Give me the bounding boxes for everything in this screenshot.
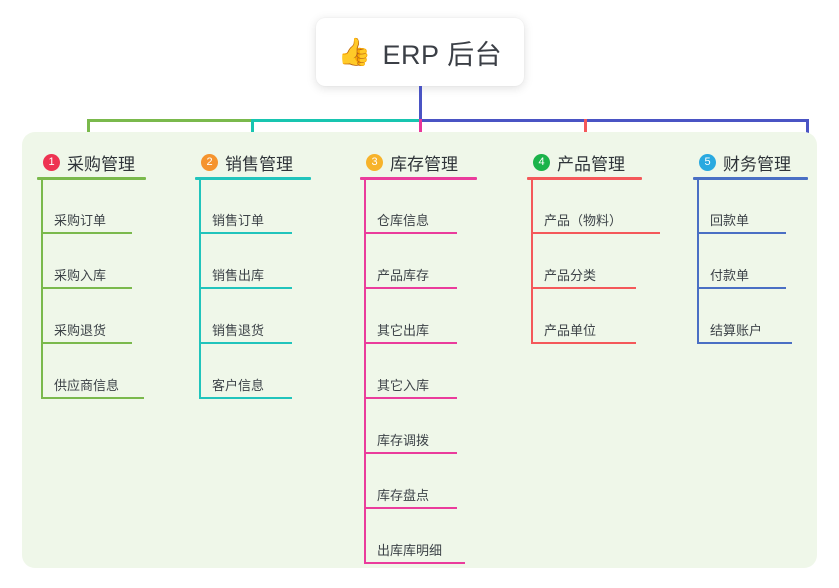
leaf-item[interactable]: 付款单 xyxy=(710,268,750,283)
column-header-product-management[interactable]: 4 产品管理 xyxy=(533,150,625,175)
leaf-item[interactable]: 销售出库 xyxy=(212,268,265,283)
leaf-item[interactable]: 其它入库 xyxy=(377,378,430,393)
stem-sales xyxy=(251,119,254,143)
branches-panel xyxy=(22,132,817,568)
column-header-underline xyxy=(37,177,146,180)
leaf-item-underline xyxy=(41,342,132,344)
column-header-underline xyxy=(195,177,311,180)
leaf-item-underline xyxy=(531,342,636,344)
leaf-item-underline xyxy=(41,397,144,399)
leaf-item-underline xyxy=(364,452,457,454)
leaf-item[interactable]: 客户信息 xyxy=(212,378,265,393)
leaf-item[interactable]: 产品分类 xyxy=(544,268,597,283)
column-header-purchase-management[interactable]: 1 采购管理 xyxy=(43,150,135,175)
stem-purchase xyxy=(87,119,90,143)
column-header-label: 产品管理 xyxy=(557,155,625,174)
leaf-item-underline xyxy=(41,232,132,234)
stem-product xyxy=(584,119,587,143)
leaf-item[interactable]: 采购退货 xyxy=(54,323,107,338)
leaf-item[interactable]: 仓库信息 xyxy=(377,213,430,228)
leaf-item-underline xyxy=(364,287,457,289)
stem-finance xyxy=(806,119,809,143)
leaf-item-underline xyxy=(364,342,457,344)
connector-bar-blue xyxy=(419,119,809,122)
leaf-item[interactable]: 供应商信息 xyxy=(54,378,120,393)
leaf-item[interactable]: 采购入库 xyxy=(54,268,107,283)
leaf-item-underline xyxy=(697,287,786,289)
leaf-item[interactable]: 结算账户 xyxy=(710,323,763,338)
column-header-underline xyxy=(527,177,642,180)
column-header-inventory-management[interactable]: 3 库存管理 xyxy=(366,150,458,175)
column-spine xyxy=(531,180,533,342)
leaf-item[interactable]: 其它出库 xyxy=(377,323,430,338)
column-header-label: 销售管理 xyxy=(225,155,293,174)
leaf-item[interactable]: 产品（物料） xyxy=(544,213,623,228)
leaf-item-underline xyxy=(364,562,465,564)
column-header-underline xyxy=(693,177,808,180)
column-spine xyxy=(697,180,699,342)
leaf-item[interactable]: 销售订单 xyxy=(212,213,265,228)
leaf-item[interactable]: 产品单位 xyxy=(544,323,597,338)
root-node-title: ERP 后台 xyxy=(382,39,503,70)
column-index-badge: 5 xyxy=(699,154,716,171)
column-header-label: 采购管理 xyxy=(67,155,135,174)
column-header-underline xyxy=(360,177,477,180)
column-header-label: 财务管理 xyxy=(723,155,791,174)
leaf-item[interactable]: 销售退货 xyxy=(212,323,265,338)
leaf-item[interactable]: 产品库存 xyxy=(377,268,430,283)
connector-bar-teal xyxy=(251,119,419,122)
leaf-item-underline xyxy=(531,287,636,289)
leaf-item-underline xyxy=(199,232,292,234)
column-header-label: 库存管理 xyxy=(390,155,458,174)
leaf-item-underline xyxy=(199,287,292,289)
column-index-badge: 2 xyxy=(201,154,218,171)
connector-bar-green xyxy=(87,119,251,122)
leaf-item[interactable]: 出库库明细 xyxy=(377,543,443,558)
leaf-item[interactable]: 库存盘点 xyxy=(377,488,430,503)
column-index-badge: 3 xyxy=(366,154,383,171)
leaf-item-underline xyxy=(41,287,132,289)
column-spine xyxy=(364,180,366,562)
leaf-item-underline xyxy=(199,342,292,344)
leaf-item-underline xyxy=(697,232,786,234)
leaf-item[interactable]: 库存调拨 xyxy=(377,433,430,448)
leaf-item-underline xyxy=(364,232,457,234)
root-node-erp-backend[interactable]: 👍 ERP 后台 xyxy=(316,18,524,86)
root-stem xyxy=(419,86,422,122)
leaf-item-underline xyxy=(697,342,792,344)
leaf-item[interactable]: 采购订单 xyxy=(54,213,107,228)
column-header-sales-management[interactable]: 2 销售管理 xyxy=(201,150,293,175)
thumbs-up-icon: 👍 xyxy=(337,36,372,67)
leaf-item-underline xyxy=(364,507,457,509)
leaf-item-underline xyxy=(364,397,457,399)
leaf-item[interactable]: 回款单 xyxy=(710,213,750,228)
column-index-badge: 4 xyxy=(533,154,550,171)
column-header-finance-management[interactable]: 5 财务管理 xyxy=(699,150,791,175)
leaf-item-underline xyxy=(531,232,660,234)
stem-inventory xyxy=(419,119,422,143)
column-index-badge: 1 xyxy=(43,154,60,171)
leaf-item-underline xyxy=(199,397,292,399)
